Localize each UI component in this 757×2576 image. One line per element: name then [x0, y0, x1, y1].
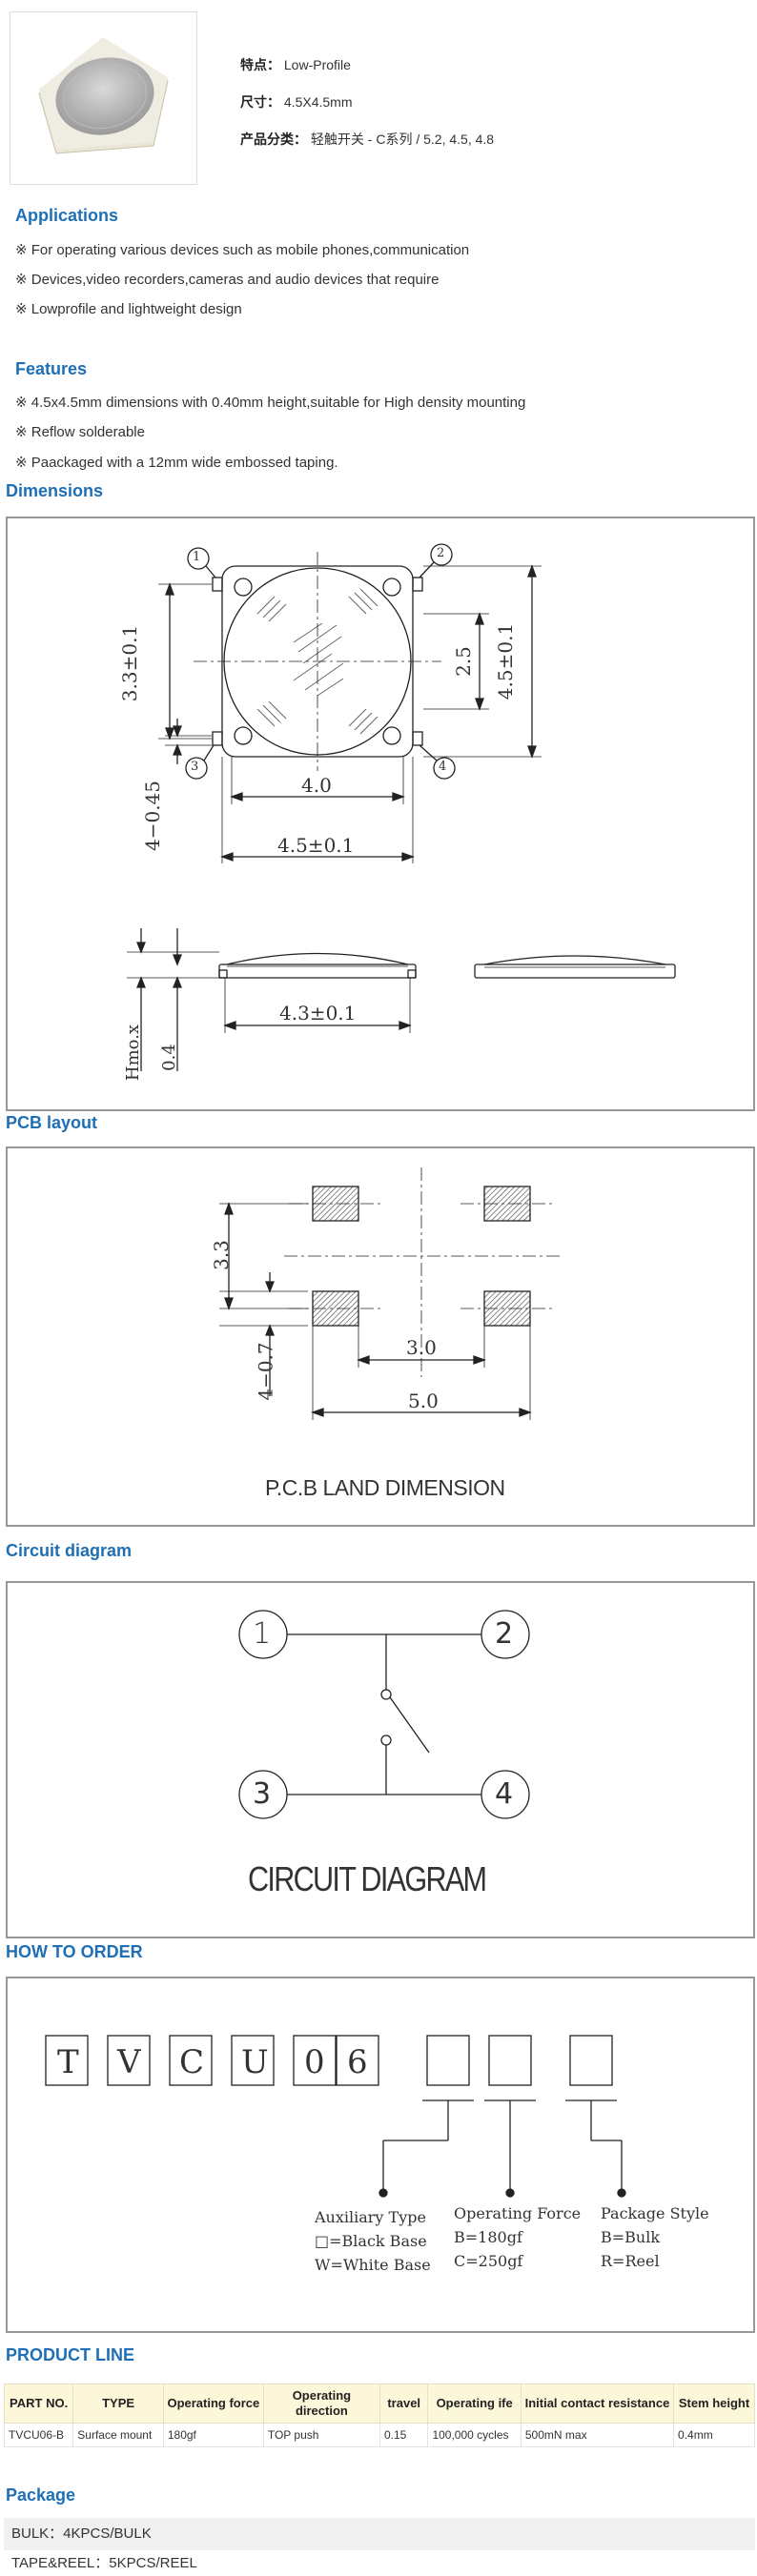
table-cell: 180gf: [162, 2423, 264, 2447]
table-cell: 0.4mm: [673, 2423, 755, 2447]
order-pkg-legend: Package Style B=Bulk R=Reel: [601, 2201, 709, 2273]
table-header: Operating ife: [427, 2383, 522, 2424]
pcb-dim-30: 3.0: [406, 1336, 437, 1359]
applications-title: Applications: [15, 206, 119, 225]
order-pkg-option: B=Bulk: [601, 2228, 661, 2246]
dim-hmax: Hmo.x: [123, 1024, 144, 1082]
spec-category-label: 产品分类：: [240, 132, 307, 147]
circuit-drawing: 1 2 3 4 CIRCUIT DIAGRAM: [6, 1581, 755, 1938]
package-row: BULK：4KPCS/BULK: [4, 2518, 755, 2550]
pcb-title: PCB layout: [6, 1113, 98, 1132]
circuit-node: 1: [253, 1617, 272, 1651]
order-force-option: C=250gf: [454, 2252, 523, 2270]
spec-feature: 特点： Low-Profile: [240, 55, 351, 74]
package-row: TAPE&REEL：5KPCS/REEL: [4, 2550, 755, 2576]
order-aux-option: □=Black Base: [315, 2232, 427, 2250]
circuit-node: 3: [253, 1777, 272, 1811]
table-cell: TVCU06-B: [3, 2423, 74, 2447]
features-item: ※ Paackaged with a 12mm wide embossed ta…: [15, 455, 338, 471]
circuit-caption: CIRCUIT DIAGRAM: [248, 1859, 487, 1898]
spec-category: 产品分类： 轻触开关 - C系列 / 5.2, 4.5, 4.8: [240, 130, 494, 149]
pcb-caption: P.C.B LAND DIMENSION: [265, 1475, 505, 1500]
order-code-letter: U: [241, 2043, 269, 2081]
order-force-legend: Operating Force B=180gf C=250gf: [454, 2201, 581, 2273]
dim-45-vertical: 4.5±0.1: [494, 622, 518, 700]
table-header: Operating force: [162, 2383, 264, 2424]
table-header-row: PART NO. TYPE Operating force Operating …: [3, 2383, 755, 2424]
order-pkg-option: R=Reel: [601, 2252, 660, 2270]
product-line-title: PRODUCT LINE: [6, 2345, 134, 2364]
table-cell: TOP push: [262, 2423, 380, 2447]
pin-label: 2: [437, 546, 445, 560]
product-line-table: PART NO. TYPE Operating force Operating …: [3, 2383, 755, 2447]
table-header: PART NO.: [3, 2383, 74, 2424]
table-cell: 100,000 cycles: [427, 2423, 522, 2447]
applications-item: ※ Devices,video recorders,cameras and au…: [15, 272, 440, 288]
order-code-letter: T: [57, 2043, 79, 2081]
order-code-letter: 0: [304, 2043, 325, 2081]
package-title: Package: [6, 2485, 76, 2505]
product-image: [10, 11, 197, 185]
pcb-dim-33: 3.3: [209, 1240, 233, 1270]
dim-43: 4.3±0.1: [279, 1002, 357, 1024]
pin-label: 4: [439, 760, 447, 774]
order-force-title: Operating Force: [454, 2204, 582, 2222]
pcb-dim-07: 4−0.7: [254, 1342, 277, 1401]
circuit-node: 4: [495, 1777, 514, 1811]
pin-label: 1: [193, 550, 201, 564]
features-item: ※ Reflow solderable: [15, 424, 145, 440]
dim-33: 3.3±0.1: [118, 624, 142, 702]
order-code-letter: V: [117, 2043, 141, 2081]
table-header: TYPE: [72, 2383, 164, 2424]
table-header: travel: [378, 2383, 429, 2424]
table-cell: 500mN max: [520, 2423, 675, 2447]
circuit-title: Circuit diagram: [6, 1541, 133, 1560]
dim-pin: 4−0.45: [141, 780, 165, 852]
spec-category-value: 轻触开关 - C系列 / 5.2, 4.5, 4.8: [310, 132, 495, 147]
order-code-letter: 6: [347, 2043, 368, 2081]
dim-40: 4.0: [301, 774, 332, 797]
table-header: Operating direction: [262, 2383, 380, 2424]
spec-size-value: 4.5X4.5mm: [283, 94, 353, 110]
applications-item: ※ Lowprofile and lightweight design: [15, 301, 242, 317]
spec-feature-label: 特点：: [240, 57, 280, 72]
pcb-dim-50: 5.0: [408, 1389, 439, 1412]
dim-45-horizontal: 4.5±0.1: [277, 834, 355, 857]
features-item: ※ 4.5x4.5mm dimensions with 0.40mm heigh…: [15, 395, 526, 411]
dimensions-title: Dimensions: [6, 481, 104, 500]
pin-label: 3: [191, 760, 199, 774]
pcb-drawing: 3.3 3.0 4−0.7 5.0 P.C.B LAND DIMENSION: [6, 1146, 755, 1527]
table-cell: 0.15: [378, 2423, 429, 2447]
spec-feature-value: Low-Profile: [283, 57, 351, 72]
order-code-letter: C: [179, 2043, 205, 2081]
order-force-option: B=180gf: [454, 2228, 522, 2246]
order-pkg-title: Package Style: [601, 2204, 709, 2222]
spec-size: 尺寸： 4.5X4.5mm: [240, 92, 352, 112]
order-aux-title: Auxiliary Type: [315, 2208, 426, 2226]
applications-item: ※ For operating various devices such as …: [15, 242, 470, 258]
order-drawing: T V C U 0 6 Auxiliary Type □=Black Base …: [6, 1977, 755, 2333]
table-cell: Surface mount: [72, 2423, 164, 2447]
order-title: HOW TO ORDER: [6, 1942, 143, 1961]
dim-04: 0.4: [158, 1044, 179, 1071]
order-aux-legend: Auxiliary Type □=Black Base W=White Base: [315, 2205, 431, 2277]
circuit-node: 2: [495, 1617, 514, 1651]
table-header: Stem height: [673, 2383, 755, 2424]
dim-25: 2.5: [451, 646, 475, 677]
features-title: Features: [15, 359, 88, 378]
dimensions-drawing: 1 2 3 4 3.3±0.1 2.5 4.5±0.1 4.0 4.5±0.1 …: [6, 517, 755, 1111]
spec-size-label: 尺寸：: [240, 94, 280, 110]
order-aux-option: W=White Base: [315, 2256, 431, 2274]
table-header: Initial contact resistance: [520, 2383, 675, 2424]
table-row: TVCU06-B Surface mount 180gf TOP push 0.…: [3, 2423, 755, 2447]
